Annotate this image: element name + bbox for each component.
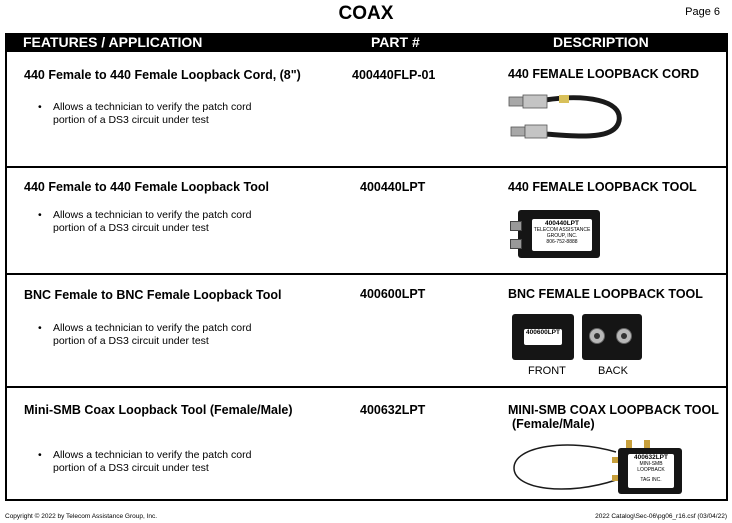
back-caption: BACK xyxy=(598,365,628,377)
part-number: 400600LPT xyxy=(360,287,426,301)
bullet-text: Allows a technician to verify the patch … xyxy=(53,101,252,113)
product-label: MINI-SMB LOOPBACK xyxy=(637,461,665,473)
feature-title: 440 Female to 440 Female Loopback Tool xyxy=(24,180,269,194)
mini-smb-cable-image xyxy=(513,444,617,490)
row-divider xyxy=(5,499,728,501)
part-number: 400440LPT xyxy=(360,180,426,194)
description-title: BNC FEMALE LOOPBACK TOOL xyxy=(508,287,703,301)
feature-title: Mini-SMB Coax Loopback Tool (Female/Male… xyxy=(24,403,293,417)
product-label: TAG INC. xyxy=(640,477,662,483)
mini-smb-tool-image: 400632LPT MINI-SMB LOOPBACK TAG INC. xyxy=(612,440,684,496)
description-title: MINI-SMB COAX LOOPBACK TOOL xyxy=(508,403,719,417)
product-label: 400632LPT xyxy=(634,454,668,461)
table-border-left xyxy=(5,52,7,500)
footer-catalog-ref: 2022 Catalog\Sec-06\pg06_r16.csf (03/04/… xyxy=(595,513,727,520)
bullet-icon: • xyxy=(38,322,42,334)
bullet-text: Allows a technician to verify the patch … xyxy=(53,449,252,461)
loopback-tool-image: 400440LPT TELECOM ASSISTANCE GROUP, INC.… xyxy=(510,207,602,261)
bullet-text: Allows a technician to verify the patch … xyxy=(53,209,252,221)
product-label: 400440LPT xyxy=(545,220,579,227)
page-title: COAX xyxy=(338,3,394,24)
header-description: DESCRIPTION xyxy=(553,34,649,50)
product-label: TELECOM ASSISTANCE xyxy=(533,227,591,233)
bullet-icon: • xyxy=(38,101,42,113)
bullet-text: Allows a technician to verify the patch … xyxy=(53,322,252,334)
description-subtitle: (Female/Male) xyxy=(512,417,595,431)
front-caption: FRONT xyxy=(528,365,566,377)
footer-copyright: Copyright © 2022 by Telecom Assistance G… xyxy=(5,513,158,520)
row-divider xyxy=(5,166,728,168)
bullet-icon: • xyxy=(38,449,42,461)
bullet-text: portion of a DS3 circuit under test xyxy=(53,114,209,126)
header-features: FEATURES / APPLICATION xyxy=(23,34,203,50)
bullet-text: portion of a DS3 circuit under test xyxy=(53,462,209,474)
header-part: PART # xyxy=(371,34,420,50)
bullet-text: portion of a DS3 circuit under test xyxy=(53,222,209,234)
table-border-right xyxy=(726,52,728,500)
product-label: 806-752-8888 xyxy=(546,239,578,245)
feature-title: 440 Female to 440 Female Loopback Cord, … xyxy=(24,68,301,82)
row-divider xyxy=(5,386,728,388)
product-label: 400600LPT xyxy=(526,329,560,336)
product-label: GROUP, INC. xyxy=(546,233,578,239)
feature-title: BNC Female to BNC Female Loopback Tool xyxy=(24,288,282,302)
bullet-text: portion of a DS3 circuit under test xyxy=(53,335,209,347)
bnc-tool-front-image: 400600LPT xyxy=(512,314,574,360)
description-title: 440 FEMALE LOOPBACK TOOL xyxy=(508,180,697,194)
bnc-tool-back-image xyxy=(582,314,642,360)
loopback-cord-image xyxy=(508,94,622,139)
bullet-icon: • xyxy=(38,209,42,221)
part-number: 400632LPT xyxy=(360,403,426,417)
part-number: 400440FLP-01 xyxy=(352,68,436,82)
table-header: FEATURES / APPLICATION PART # DESCRIPTIO… xyxy=(5,33,728,52)
row-divider xyxy=(5,273,728,275)
page-number: Page 6 xyxy=(685,6,720,18)
description-title: 440 FEMALE LOOPBACK CORD xyxy=(508,67,699,81)
